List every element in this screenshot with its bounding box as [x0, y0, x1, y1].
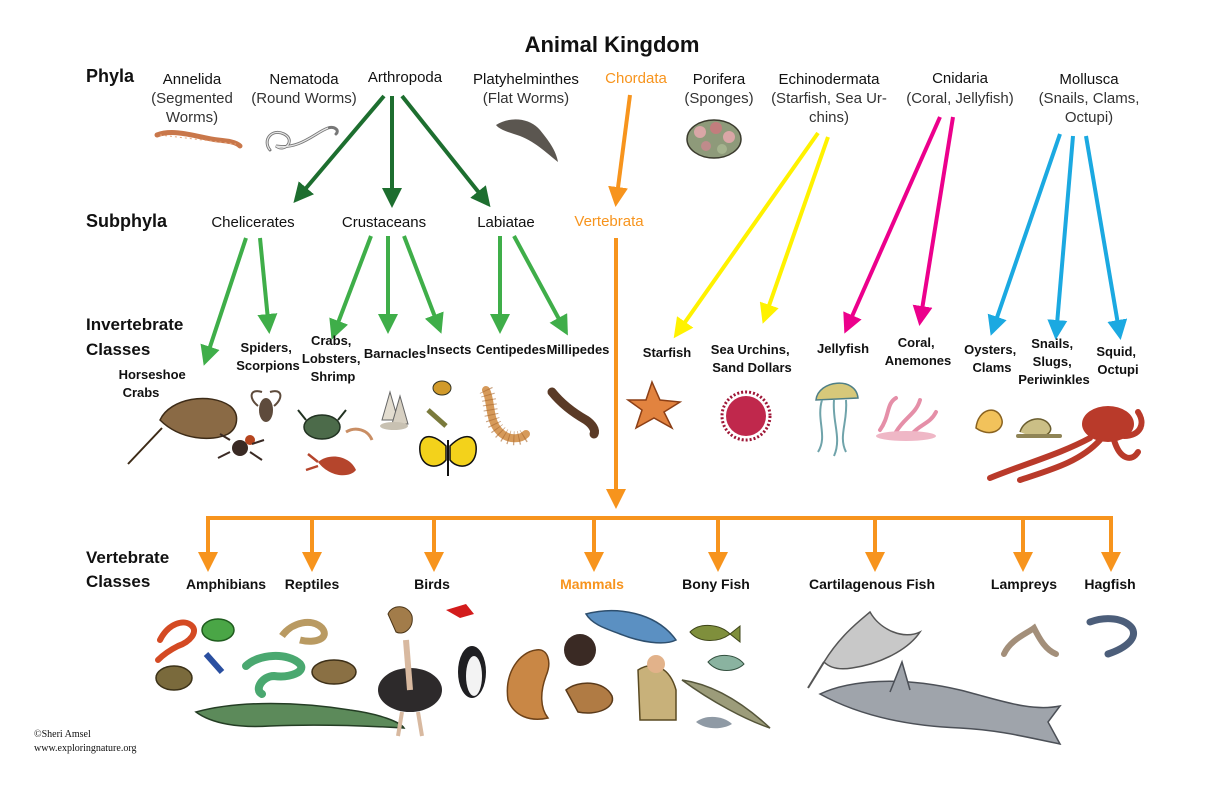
class-label-mammals: Mammals	[560, 576, 624, 592]
lamprey-icon	[1001, 623, 1059, 657]
class-label-centipedes: Centipedes	[476, 342, 546, 357]
subphylum-vertebrata: Vertebrata	[574, 213, 644, 230]
starfish-icon	[625, 379, 683, 430]
echinodermata-arrows	[673, 131, 830, 339]
phylum-detail: (Snails, Clams,	[1039, 90, 1140, 107]
octopus-icon	[987, 406, 1145, 483]
phylum-name: Cnidaria	[932, 70, 989, 87]
diagram-title: Animal Kingdom	[525, 32, 700, 57]
flatworm-icon	[496, 119, 558, 162]
row-label-vertebrate: Vertebrate	[86, 548, 169, 567]
sea-urchin-icon	[720, 390, 772, 442]
phylum-detail: Octupi)	[1065, 109, 1113, 126]
class-label-spiders-scorpions: Spiders, Scorpions	[236, 340, 300, 373]
class-label-crabs-lobsters-shrimp: Crabs, Lobsters, Shrimp	[302, 333, 364, 384]
phylum-name: Nematoda	[269, 71, 339, 88]
mammal-icon	[506, 609, 678, 721]
class-label-lampreys: Lampreys	[991, 576, 1057, 592]
class-label-amphibians: Amphibians	[186, 576, 266, 592]
class-label-jellyfish: Jellyfish	[817, 341, 869, 356]
phylum-nematoda: Nematoda (Round Worms)	[251, 71, 357, 107]
sponge-icon	[686, 119, 742, 159]
class-label-oysters-clams: Oysters, Clams	[964, 342, 1020, 375]
vertebrate-class-arrows	[198, 516, 1121, 572]
arthropoda-arrows	[293, 94, 491, 208]
spider-scorpion-icon	[217, 390, 282, 461]
phylum-name: Porifera	[693, 71, 746, 88]
class-label-birds: Birds	[414, 576, 450, 592]
arthropod-class-arrows	[200, 235, 568, 366]
phylum-arthropoda: Arthropoda	[368, 69, 443, 86]
phylum-detail: (Round Worms)	[251, 90, 357, 107]
class-label-millipedes: Millipedes	[547, 342, 610, 357]
jellyfish-icon	[815, 382, 859, 457]
class-label-starfish: Starfish	[643, 345, 691, 360]
row-label-invertebrate-classes: Classes	[86, 340, 150, 359]
class-label-coral-anemones: Coral, Anemones	[885, 335, 951, 368]
millipede-icon	[547, 387, 599, 439]
class-label-hagfish: Hagfish	[1084, 576, 1135, 592]
phylum-chordata: Chordata	[605, 70, 667, 87]
phylum-cnidaria: Cnidaria (Coral, Jellyfish)	[906, 70, 1014, 107]
footer-copyright: ©Sheri Amsel	[34, 729, 91, 740]
class-label-insects: Insects	[427, 342, 472, 357]
crab-lobster-icon	[297, 409, 374, 476]
hagfish-icon	[1086, 615, 1137, 658]
reptile-icon	[194, 618, 406, 729]
class-label-horseshoe-crabs: Horseshoe Crabs	[119, 367, 190, 400]
phylum-name: Arthropoda	[368, 69, 443, 86]
subphylum-chelicerates: Chelicerates	[211, 214, 294, 231]
row-label-invertebrate: Invertebrate	[86, 315, 183, 334]
class-label-barnacles: Barnacles	[364, 346, 426, 361]
phylum-name: Annelida	[163, 71, 222, 88]
class-label-squid-octupi: Squid, Octupi	[1096, 344, 1139, 377]
mollusca-arrows	[987, 133, 1128, 340]
phylum-name: Platyhelminthes	[473, 71, 579, 88]
row-label-vertebrate-classes: Classes	[86, 572, 150, 591]
class-label-bony-fish: Bony Fish	[682, 576, 750, 592]
bony-fish-icon	[681, 624, 771, 729]
butterfly-beetle-icon	[419, 380, 477, 476]
class-label-reptiles: Reptiles	[285, 576, 340, 592]
phylum-mollusca: Mollusca (Snails, Clams, Octupi)	[1039, 71, 1140, 126]
centipede-icon	[479, 386, 531, 446]
subphylum-labiatae: Labiatae	[477, 214, 535, 231]
segmented-worm-icon	[154, 130, 243, 149]
class-label-snails-slugs: Snails, Slugs, Periwinkles	[1018, 336, 1090, 387]
phylum-detail: (Segmented	[151, 90, 233, 107]
row-label-subphyla: Subphyla	[86, 211, 168, 231]
phylum-detail: (Starfish, Sea Ur-	[771, 90, 887, 107]
cnidaria-arrows	[843, 116, 955, 334]
chordata-arrow	[608, 94, 632, 207]
phylum-name: Echinodermata	[779, 71, 881, 88]
round-worm-icon	[265, 126, 339, 152]
phylum-detail: chins)	[809, 109, 849, 126]
phylum-porifera: Porifera (Sponges)	[684, 71, 753, 107]
phylum-echinodermata: Echinodermata (Starfish, Sea Ur- chins)	[771, 71, 887, 126]
phylum-platyhelminthes: Platyhelminthes (Flat Worms)	[473, 71, 579, 107]
subphylum-crustaceans: Crustaceans	[342, 214, 426, 231]
horseshoe-crab-icon	[127, 397, 238, 465]
phylum-detail: (Sponges)	[684, 90, 753, 107]
phylum-name: Mollusca	[1059, 71, 1119, 88]
bird-icon	[378, 604, 486, 737]
coral-icon	[876, 396, 938, 441]
footer-website: www.exploringnature.org	[34, 743, 136, 754]
phylum-detail: Worms)	[166, 109, 218, 126]
shark-ray-icon	[807, 610, 1062, 746]
phylum-annelida: Annelida (Segmented Worms)	[151, 71, 233, 126]
phylum-name: Chordata	[605, 70, 667, 87]
snail-icon	[1016, 418, 1062, 438]
class-label-sea-urchins: Sea Urchins, Sand Dollars	[711, 342, 793, 375]
barnacle-icon	[380, 390, 409, 430]
phylum-detail: (Coral, Jellyfish)	[906, 90, 1014, 107]
clam-icon	[975, 409, 1003, 434]
row-label-phyla: Phyla	[86, 66, 135, 86]
phylum-detail: (Flat Worms)	[483, 90, 569, 107]
class-label-cartilagenous-fish: Cartilagenous Fish	[809, 576, 935, 592]
frog-salamander-icon	[155, 618, 235, 691]
